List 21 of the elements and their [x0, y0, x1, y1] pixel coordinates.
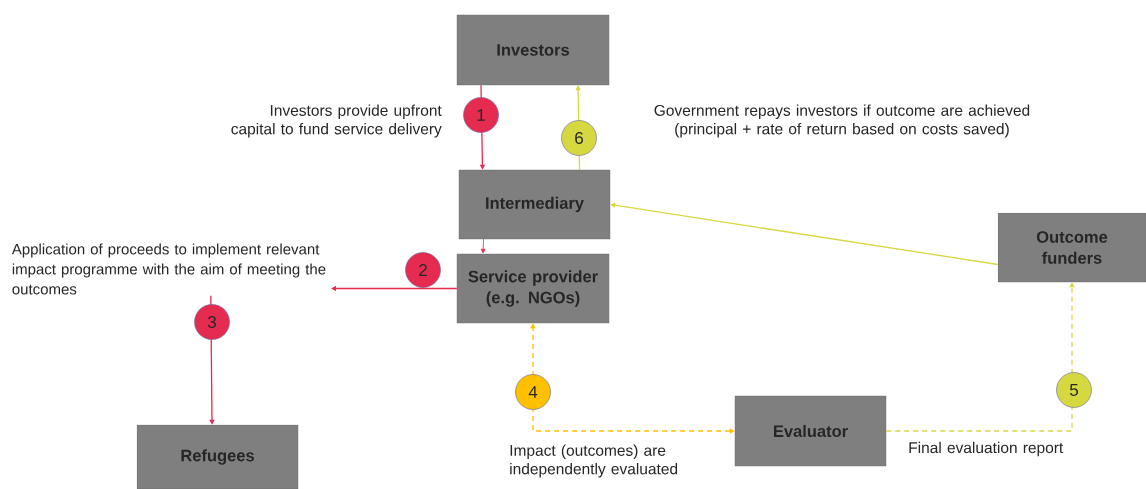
process-box: Investors	[456, 14, 610, 86]
caption-text: Impact (outcomes) are independently evaluated	[510, 444, 678, 478]
process-box: Outcome funders	[997, 212, 1146, 283]
caption-text: Investors provide upfront capital to fund service delivery	[231, 104, 442, 138]
number-badge: 5	[1056, 372, 1092, 408]
arrow	[480, 238, 486, 254]
arrow	[885, 282, 1075, 432]
number-badge: 1	[463, 97, 499, 133]
caption-text: Final evaluation report	[909, 441, 1064, 457]
number-badge: 3	[194, 304, 230, 340]
process-box: Evaluator	[734, 395, 887, 467]
process-box: Service provider (e.g. NGOs)	[456, 253, 610, 324]
number-badge: 2	[405, 252, 441, 288]
process-box: Intermediary	[458, 169, 611, 240]
process-box: Refugees	[136, 424, 299, 489]
note-text: Application of proceeds to implement relevant impact programme with the aim of meeting the outcomes	[11, 243, 326, 295]
arrow	[530, 323, 735, 434]
caption-text: Government repays investors if outcome are achieved (principal + rate of return based on costs saved)	[654, 104, 1030, 138]
number-badge: 4	[515, 374, 551, 410]
number-badge: 6	[561, 120, 597, 156]
arrow	[610, 202, 999, 266]
